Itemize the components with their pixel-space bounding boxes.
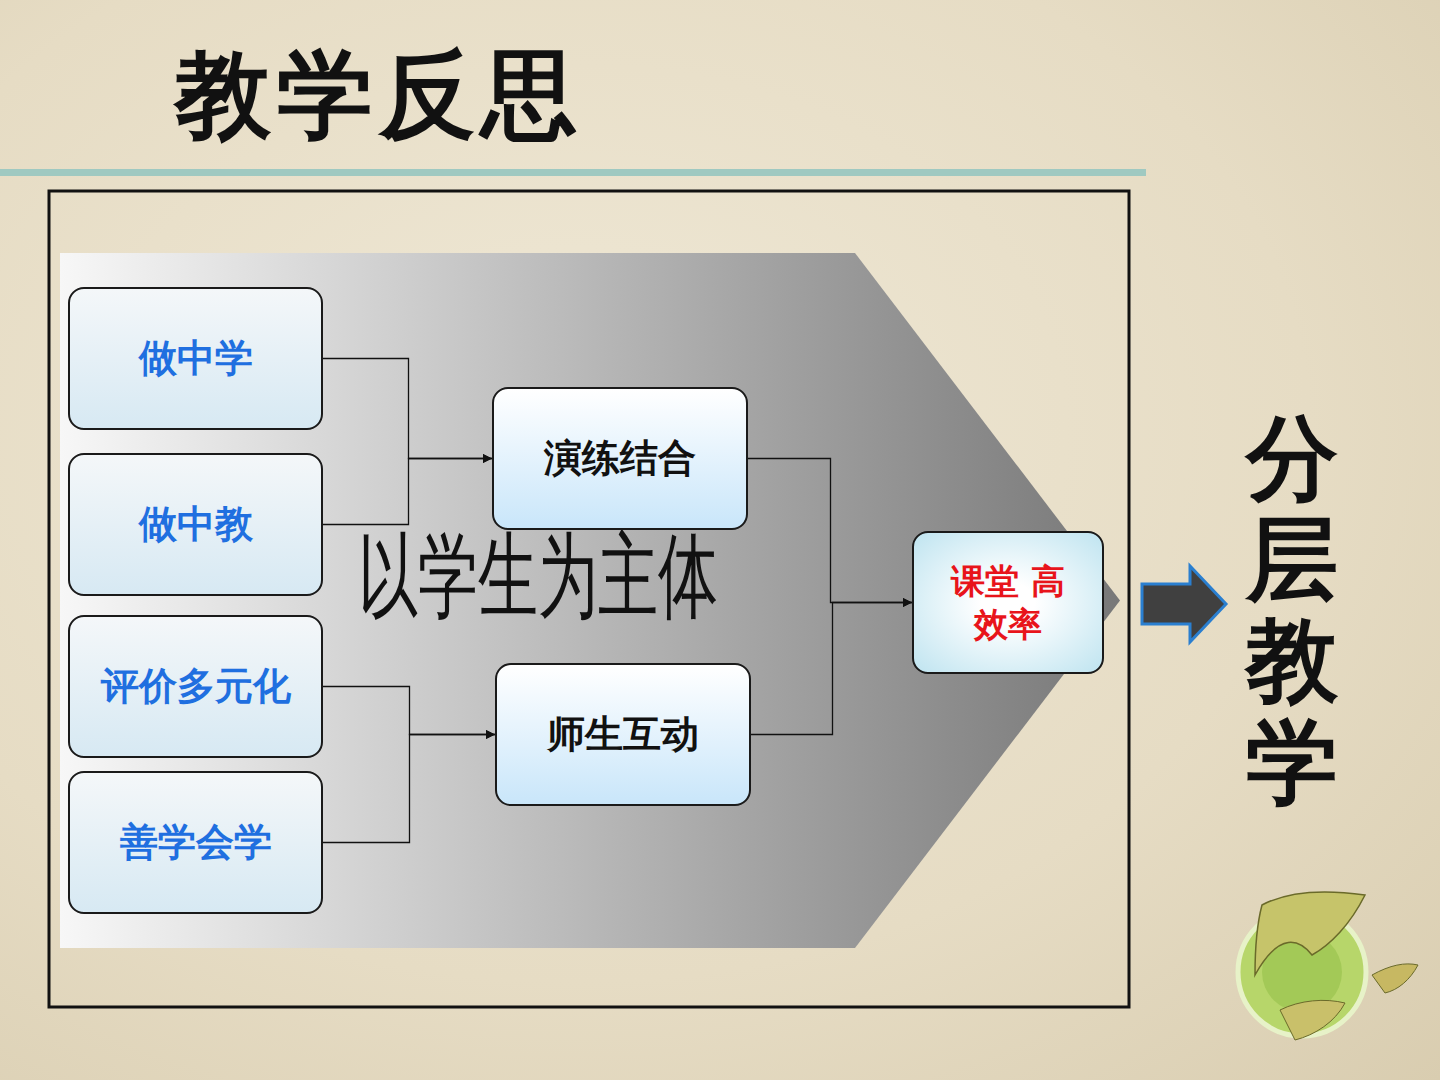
process-box: 课堂 高效率 (912, 531, 1104, 674)
connector (323, 735, 495, 843)
box-content: 评价多元化 (101, 661, 291, 712)
process-box: 演练结合 (492, 387, 748, 530)
process-box: 做中教 (68, 453, 323, 596)
box-text: 师生互动 (547, 709, 699, 760)
box-text: 演练结合 (544, 433, 696, 484)
connector (751, 603, 912, 735)
box-content: 课堂 高效率 (936, 560, 1080, 645)
box-text: 做中教 (139, 499, 253, 550)
process-box: 师生互动 (495, 663, 751, 806)
title-underline (0, 169, 1146, 176)
connector (323, 459, 492, 525)
band-label: 以学生为主体 (358, 529, 718, 622)
connector (748, 459, 912, 603)
result-arrow (1142, 566, 1226, 642)
vertical-label: 分层教学 (1246, 408, 1338, 813)
frame-border (49, 191, 1129, 1007)
process-box: 善学会学 (68, 771, 323, 914)
box-content: 师生互动 (547, 709, 699, 760)
butterfly-badge (1238, 892, 1418, 1040)
connector (323, 687, 495, 735)
connector (323, 359, 492, 459)
band-outline (60, 253, 1120, 948)
page-title: 教学反思 (175, 38, 583, 153)
process-box: 做中学 (68, 287, 323, 430)
box-content: 善学会学 (120, 817, 272, 868)
box-text: 善学会学 (120, 817, 272, 868)
box-text: 评价多元化 (101, 661, 291, 712)
box-content: 演练结合 (544, 433, 696, 484)
arrow-band: 以学生为主体 做中学做中教评价多元化善学会学 演练结合师生互动 课堂 高效率 (60, 253, 1120, 948)
box-text: 做中学 (139, 333, 253, 384)
box-content: 做中学 (139, 333, 253, 384)
box-content: 做中教 (139, 499, 253, 550)
process-box: 评价多元化 (68, 615, 323, 758)
box-text: 课堂 高效率 (936, 560, 1080, 645)
